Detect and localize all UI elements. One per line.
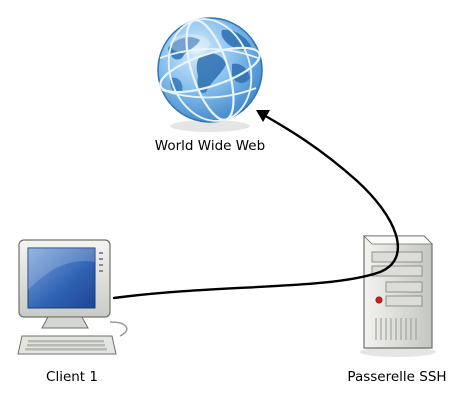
connection-arrow [112,110,399,300]
arrowhead-icon [256,110,270,122]
client-label: Client 1 [46,369,98,385]
globe-icon [157,17,263,132]
computer-icon [17,239,128,355]
www-label: World Wide Web [155,138,265,154]
connection-line [112,112,399,300]
gateway-label: Passerelle SSH [347,369,446,385]
